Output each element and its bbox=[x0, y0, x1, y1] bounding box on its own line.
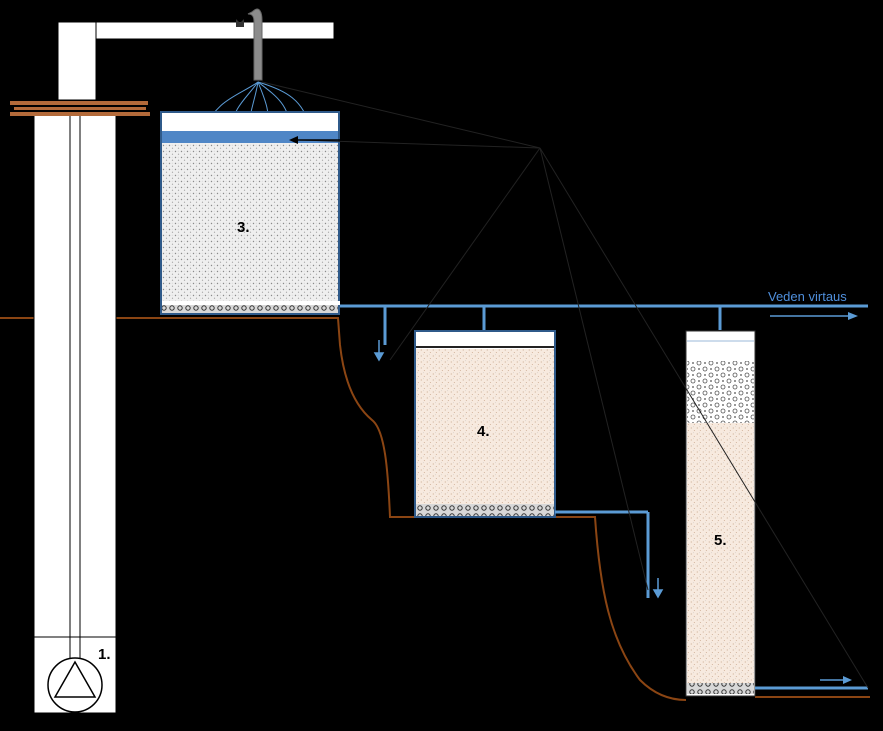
pump-icon bbox=[47, 657, 103, 713]
leader-arrow bbox=[289, 136, 355, 144]
filter-4-media bbox=[416, 349, 554, 504]
ground-line bbox=[0, 317, 870, 701]
filter-5-sand-layer bbox=[687, 423, 754, 683]
filter-3-label: 3. bbox=[237, 219, 250, 236]
well-label: 1. bbox=[98, 646, 111, 663]
filter-5-coarse-layer bbox=[687, 361, 754, 423]
filter-4-label: 4. bbox=[477, 423, 490, 440]
drain-arrow-2 bbox=[652, 578, 664, 599]
well-cap-bottom bbox=[10, 112, 150, 116]
well-shaft bbox=[33, 114, 117, 714]
leader-lines bbox=[261, 81, 869, 689]
filter-5-underdrain bbox=[687, 683, 754, 694]
filter-3: 3. bbox=[160, 111, 340, 315]
filter-3-media bbox=[162, 143, 338, 301]
flow-label: Veden virtaus bbox=[768, 289, 847, 304]
filter-5-label: 5. bbox=[714, 532, 727, 549]
well-cap-mid bbox=[14, 107, 146, 110]
well: 1. bbox=[10, 101, 150, 714]
outlet-arrow-icon bbox=[820, 676, 852, 684]
filter-3-water-layer bbox=[162, 131, 338, 143]
drain-arrow-1 bbox=[373, 340, 385, 362]
filter-4: 4. bbox=[414, 330, 556, 518]
filter-5: 5. bbox=[685, 330, 756, 697]
filter-4-underdrain bbox=[416, 504, 554, 516]
raw-water-pipe bbox=[57, 8, 335, 131]
well-cap-top bbox=[10, 101, 148, 105]
flow-arrow-icon bbox=[770, 312, 858, 320]
